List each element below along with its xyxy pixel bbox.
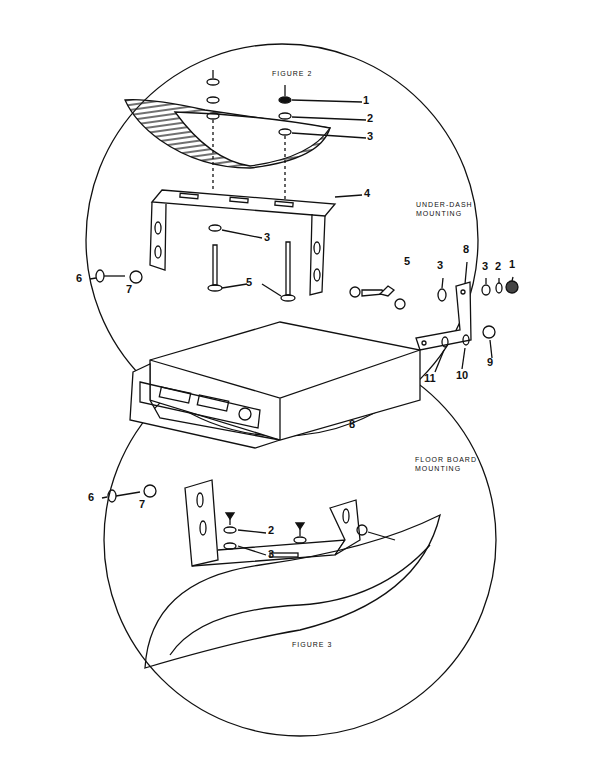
callout-number: 6 xyxy=(88,492,94,503)
under-dash-strap xyxy=(416,282,471,350)
callout-number: 1 xyxy=(509,259,515,270)
callout-number: 3 xyxy=(482,261,488,272)
callout-number: 3 xyxy=(268,549,274,560)
callout-number: 3 xyxy=(437,260,443,271)
callout-number: 5 xyxy=(404,256,410,267)
callout-number: 5 xyxy=(246,277,252,288)
caption-label: FIGURE 3 xyxy=(292,639,332,650)
callout-number: 7 xyxy=(139,499,145,510)
callout-number: 7 xyxy=(126,284,132,295)
callout-number: 11 xyxy=(424,373,436,384)
callout-number: 8 xyxy=(463,244,469,255)
callout-number: 10 xyxy=(456,370,468,381)
radio-unit xyxy=(150,322,420,440)
callout-number: 3 xyxy=(367,131,373,142)
caption-label: FIGURE 2 xyxy=(272,68,312,79)
caption-label: UNDER-DASH MOUNTING xyxy=(416,200,480,218)
callout-number: 6 xyxy=(76,273,82,284)
callout-number: 9 xyxy=(487,357,493,368)
callout-number: 2 xyxy=(268,525,274,536)
callout-number: 3 xyxy=(264,232,270,243)
mounting-bracket xyxy=(152,190,335,216)
floor-bracket xyxy=(185,480,218,566)
callout-number: 1 xyxy=(363,95,369,106)
callout-number: 4 xyxy=(364,188,370,199)
caption-label: FLOOR BOARD MOUNTING xyxy=(415,455,479,473)
callout-number: 8 xyxy=(349,419,355,430)
callout-number: 2 xyxy=(367,113,373,124)
callout-number: 2 xyxy=(495,261,501,272)
